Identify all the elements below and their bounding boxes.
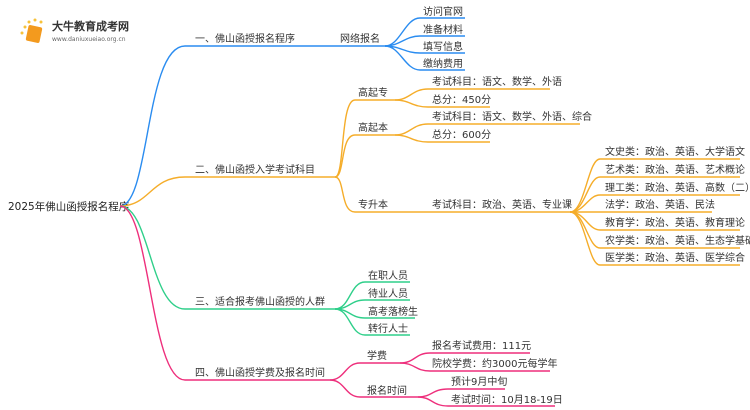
leaf: 填写信息 xyxy=(423,40,463,53)
gqb-node: 高起本 xyxy=(358,121,388,134)
leaf: 教育学：政治、英语、教育理论 xyxy=(605,216,745,229)
logo-url: www.daniuxueiao.org.cn xyxy=(52,36,126,43)
branch-1-label: 一、佛山函授报名程序 xyxy=(195,32,295,45)
fee-node: 学费 xyxy=(367,349,387,362)
leaf: 访问官网 xyxy=(423,5,463,18)
leaf: 艺术类：政治、英语、艺术概论 xyxy=(605,163,745,176)
branch-2: 二、佛山函授入学考试科目 高起专 考试科目：语文、数学、外语 总分：450分 高… xyxy=(119,75,750,266)
branch-4: 四、佛山函授学费及报名时间 学费 报名考试费用：111元 院校学费：约3000元… xyxy=(119,205,563,407)
leaf: 农学类：政治、英语、生态学基础 xyxy=(605,234,750,247)
leaf: 准备材料 xyxy=(423,23,463,36)
leaf: 缴纳费用 xyxy=(423,57,463,70)
leaf: 理工类：政治、英语、高数（二） xyxy=(605,181,750,194)
online-registration-node: 网络报名 xyxy=(340,32,380,45)
leaf: 总分：600分 xyxy=(432,128,491,141)
leaf: 文史类：政治、英语、大学语文 xyxy=(605,145,745,158)
leaf: 高考落榜生 xyxy=(368,305,418,318)
root-node: 2025年佛山函授报名程序 xyxy=(8,200,129,213)
branch-3-label: 三、适合报考佛山函授的人群 xyxy=(195,295,325,308)
leaf: 法学：政治、英语、民法 xyxy=(605,198,715,211)
branch-1: 一、佛山函授报名程序 网络报名 访问官网 准备材料 填写信息 缴纳费用 xyxy=(119,5,465,207)
leaf: 预计9月中旬 xyxy=(451,375,507,388)
leaf: 报名考试费用：111元 xyxy=(432,339,531,352)
branch-3: 三、适合报考佛山函授的人群 在职人员 待业人员 高考落榜生 转行人士 xyxy=(119,205,418,336)
book-icon xyxy=(25,25,43,43)
time-node: 报名时间 xyxy=(367,384,407,397)
leaf: 总分：450分 xyxy=(432,93,491,106)
logo: 大牛教育成考网 www.daniuxueiao.org.cn xyxy=(20,18,129,43)
logo-name: 大牛教育成考网 xyxy=(52,19,129,33)
zsb-node: 专升本 xyxy=(358,198,388,211)
leaf: 考试科目：语文、数学、外语 xyxy=(432,75,562,88)
leaf: 在职人员 xyxy=(368,270,408,282)
leaf: 院校学费：约3000元每学年 xyxy=(432,357,557,370)
leaf: 考试时间：10月18-19日 xyxy=(451,393,563,406)
branch-2-label: 二、佛山函授入学考试科目 xyxy=(195,163,315,176)
leaf: 待业人员 xyxy=(368,287,408,300)
gqz-node: 高起专 xyxy=(358,86,388,99)
leaf: 考试科目：语文、数学、外语、综合 xyxy=(432,110,592,123)
leaf: 转行人士 xyxy=(368,322,408,335)
zsb-subjects-node: 考试科目：政治、英语、专业课 xyxy=(432,198,572,211)
branch-4-label: 四、佛山函授学费及报名时间 xyxy=(195,366,325,379)
leaf: 医学类：政治、英语、医学综合 xyxy=(605,251,745,264)
